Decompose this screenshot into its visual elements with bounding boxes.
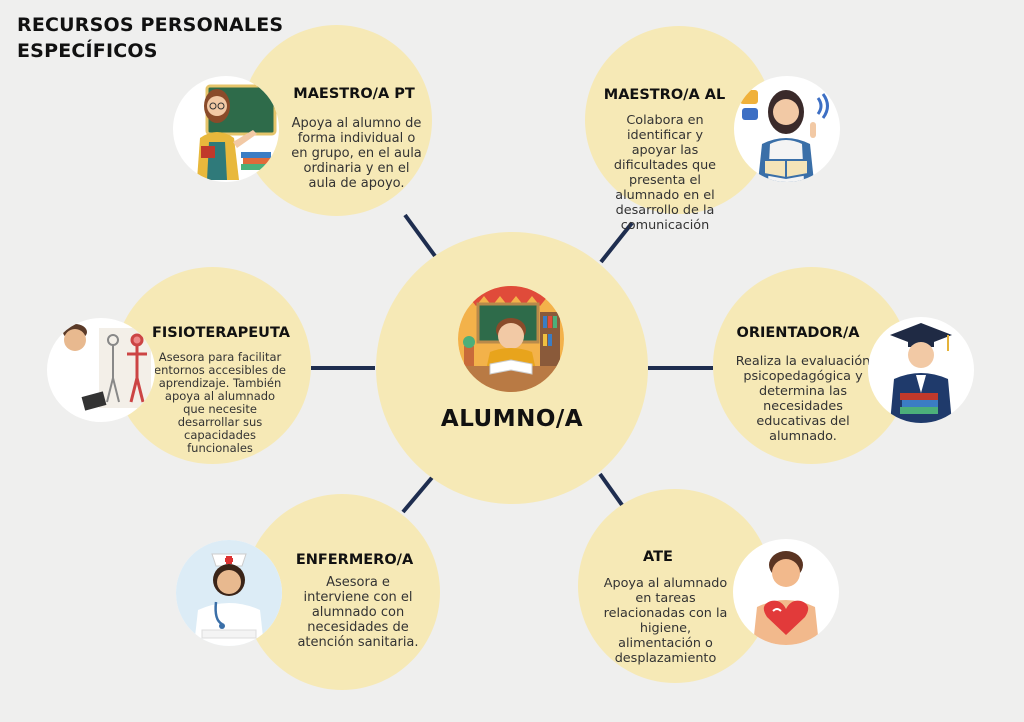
center-label: ALUMNO/A xyxy=(440,406,584,432)
role-description: Apoya al alumnado en tareas relacionadas… xyxy=(603,576,728,666)
title-line-2: ESPECÍFICOS xyxy=(17,40,158,62)
graduate-counselor-icon xyxy=(868,317,974,423)
role-description: Colabora en identificar y apoyar las dif… xyxy=(613,113,717,233)
role-description: Asesora e interviene con el alumnado con… xyxy=(297,575,419,650)
role-description: Asesora para facilitar entornos accesibl… xyxy=(154,350,286,455)
role-name: ORIENTADOR/A xyxy=(736,325,860,341)
page-title: RECURSOS PERSONALES ESPECÍFICOS xyxy=(17,12,283,64)
connector-enfermero xyxy=(401,472,437,514)
node-orientador: ORIENTADOR/A Realiza la evaluación psico… xyxy=(713,267,910,464)
connector-pt xyxy=(403,213,437,258)
role-name: ENFERMERO/A xyxy=(295,552,414,568)
node-ate: ATE Apoya al alumnado en tareas relacion… xyxy=(578,489,772,683)
nurse-icon xyxy=(176,540,282,646)
role-name: MAESTRO/A AL xyxy=(603,87,726,103)
node-alumno: ALUMNO/A xyxy=(376,232,648,504)
physiotherapist-icon xyxy=(47,318,155,422)
caregiver-heart-icon xyxy=(733,539,839,645)
connector-al xyxy=(599,221,634,264)
role-description: Apoya al alumno de forma individual o en… xyxy=(291,116,422,191)
role-name: ATE xyxy=(643,549,673,565)
node-maestro-al: MAESTRO/A AL Colabora en identificar y a… xyxy=(585,26,773,233)
role-name: MAESTRO/A PT xyxy=(293,86,415,102)
teacher-blackboard-icon xyxy=(173,76,279,182)
title-line-1: RECURSOS PERSONALES xyxy=(17,14,284,36)
speech-teacher-icon xyxy=(734,76,840,182)
role-description: Realiza la evaluación psicopedagógica y … xyxy=(735,354,871,444)
role-name: FISIOTERAPEUTA xyxy=(152,325,290,341)
student-reading-icon xyxy=(458,286,564,392)
